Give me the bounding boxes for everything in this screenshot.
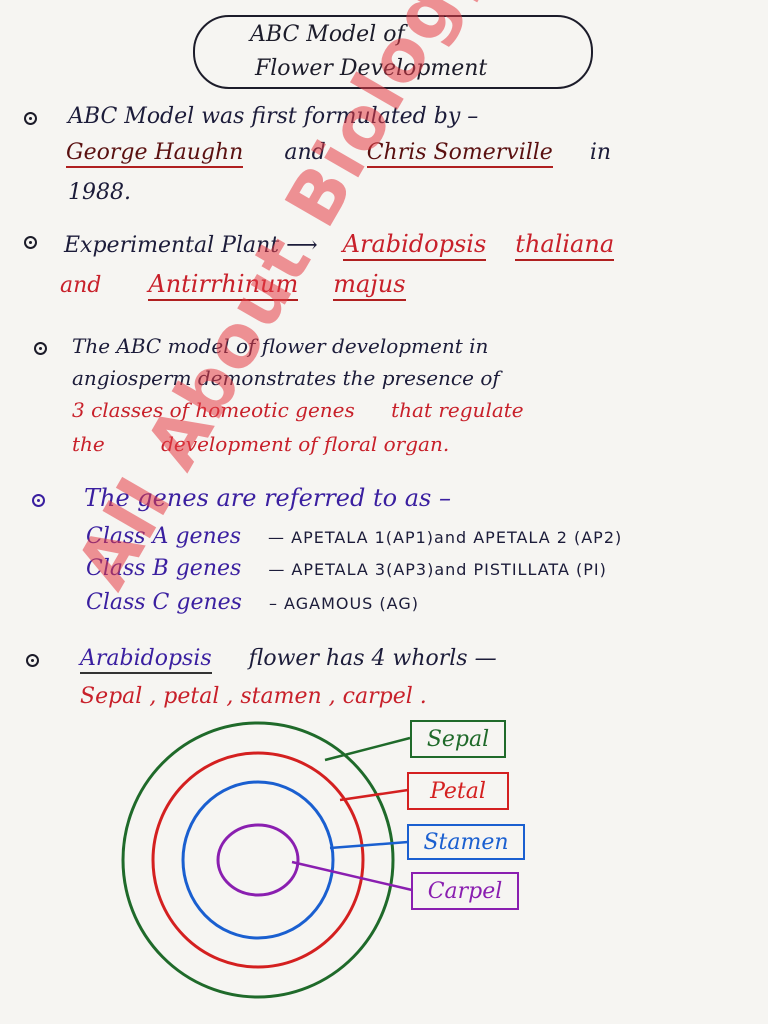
title-box bbox=[193, 15, 593, 89]
class-c-genes: – AGAMOUS (AG) bbox=[268, 594, 419, 613]
title-line-1: ABC Model of bbox=[250, 22, 405, 47]
point1-year: 1988. bbox=[68, 180, 131, 205]
scientist-somerville: Chris Somerville bbox=[366, 140, 553, 168]
point1-line1: ABC Model was first formulated by – bbox=[68, 104, 479, 129]
class-a-genes: — APETALA 1(AP1)and APETALA 2 (AP2) bbox=[268, 528, 623, 547]
in-text: in bbox=[589, 140, 612, 165]
petal-label: Petal bbox=[407, 772, 509, 810]
petal-pointer bbox=[339, 788, 409, 802]
sepal-whorl bbox=[121, 721, 395, 999]
bullet-4 bbox=[32, 494, 45, 507]
class-c-row: Class C genes – AGAMOUS (AG) bbox=[86, 590, 419, 615]
point3-line3: 3 classes of homeotic genes that regulat… bbox=[72, 398, 524, 422]
majus-text: majus bbox=[333, 270, 406, 301]
class-c-label: Class C genes bbox=[86, 590, 242, 615]
whorls-text: flower has 4 whorls — bbox=[248, 646, 497, 671]
and-text: and bbox=[284, 140, 326, 165]
arabidopsis-underlined: Arabidopsis bbox=[80, 646, 212, 674]
bullet-1 bbox=[24, 112, 37, 125]
stamen-whorl bbox=[181, 780, 335, 940]
point1-line2: George Haughn and Chris Somerville in bbox=[66, 140, 612, 168]
point3-line4: the development of floral organ. bbox=[72, 432, 449, 456]
bullet-3 bbox=[34, 342, 47, 355]
class-b-row: Class B genes — APETALA 3(AP3)and PISTIL… bbox=[86, 556, 607, 581]
bullet-2 bbox=[24, 236, 37, 249]
point3-line1: The ABC model of flower development in bbox=[72, 334, 489, 358]
title-line-2: Flower Development bbox=[255, 56, 488, 81]
point5-whorls: Sepal , petal , stamen , carpel . bbox=[80, 684, 427, 709]
petal-whorl bbox=[151, 751, 365, 969]
classes-text: 3 classes of homeotic genes bbox=[72, 398, 355, 422]
carpel-pointer bbox=[291, 860, 413, 892]
arabidopsis-text: Arabidopsis bbox=[342, 230, 487, 261]
point2-line1: Experimental Plant ⟶ Arabidopsis thalian… bbox=[64, 230, 615, 261]
class-b-genes: — APETALA 3(AP3)and PISTILLATA (PI) bbox=[268, 560, 607, 579]
point3-line2: angiosperm demonstrates the presence of bbox=[72, 366, 500, 390]
stamen-label: Stamen bbox=[407, 824, 525, 860]
class-a-label: Class A genes bbox=[86, 524, 242, 549]
bullet-5 bbox=[26, 654, 39, 667]
carpel-label: Carpel bbox=[411, 872, 519, 910]
point5-line1: Arabidopsis flower has 4 whorls — bbox=[80, 646, 497, 674]
sepal-label: Sepal bbox=[410, 720, 506, 758]
point2-line2: and Antirrhinum majus bbox=[60, 270, 406, 301]
point4-intro: The genes are referred to as – bbox=[84, 484, 451, 512]
development-text: development of floral organ. bbox=[161, 432, 450, 456]
antirrhinum-text: Antirrhinum bbox=[148, 270, 299, 301]
thaliana-text: thaliana bbox=[515, 230, 615, 261]
class-b-label: Class B genes bbox=[86, 556, 242, 581]
stamen-pointer bbox=[329, 840, 409, 850]
the-text: the bbox=[72, 432, 105, 456]
sepal-pointer bbox=[324, 736, 411, 762]
regulate-text: that regulate bbox=[391, 398, 524, 422]
experimental-plant-label: Experimental Plant ⟶ bbox=[64, 233, 318, 258]
scientist-haughn: George Haughn bbox=[66, 140, 244, 168]
class-a-row: Class A genes — APETALA 1(AP1)and APETAL… bbox=[86, 524, 622, 549]
and-text-2: and bbox=[60, 273, 102, 298]
carpel-whorl bbox=[216, 823, 300, 897]
